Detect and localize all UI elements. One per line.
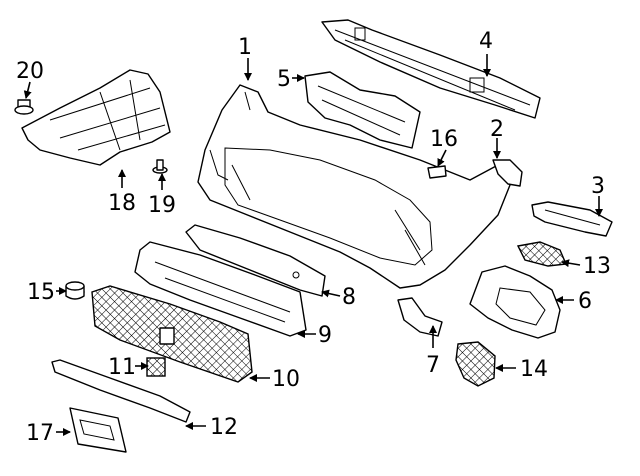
part-12-lower-trim (51, 359, 191, 423)
part-11-emblem-mount (146, 357, 166, 377)
callout-8: 8 (342, 285, 356, 310)
leader-16 (437, 149, 447, 167)
callout-labels: 1 2 3 4 5 6 7 8 9 10 11 12 13 14 15 16 1… (16, 29, 611, 446)
part-4-reinforcement-bar (321, 19, 541, 119)
part-15-fastener (65, 281, 85, 300)
part-14-lower-grille (455, 341, 496, 387)
callout-10: 10 (272, 367, 300, 392)
callout-15: 15 (27, 280, 55, 305)
callout-19: 19 (148, 193, 176, 218)
part-2-bracket (492, 159, 523, 187)
part-19-push-pin (152, 159, 168, 174)
callout-18: 18 (108, 191, 136, 216)
part-20-screw (14, 99, 34, 115)
part-6-lamp-housing (469, 265, 561, 339)
callout-17: 17 (26, 421, 54, 446)
callout-6: 6 (578, 289, 592, 314)
callout-16: 16 (430, 127, 458, 152)
part-7-deflector (397, 297, 443, 337)
leader-8 (321, 289, 341, 298)
part-5-energy-absorber (304, 71, 421, 149)
part-13-vent-insert (516, 241, 568, 267)
part-1-bumper-cover (197, 84, 511, 289)
callout-4: 4 (479, 29, 493, 54)
callout-7: 7 (426, 353, 440, 378)
part-16-clip (427, 165, 447, 179)
callout-2: 2 (490, 117, 504, 142)
callout-11: 11 (108, 355, 136, 380)
callout-12: 12 (210, 415, 238, 440)
callout-3: 3 (591, 174, 605, 199)
part-17-license-bracket (69, 407, 127, 453)
part-18-splash-shield (21, 69, 171, 166)
part-10-mesh-grille (91, 285, 253, 383)
callout-14: 14 (520, 357, 548, 382)
leader-lines (23, 54, 603, 436)
part-3-side-bracket (531, 201, 613, 237)
callout-13: 13 (583, 254, 611, 279)
callout-5: 5 (277, 67, 291, 92)
leader-13 (561, 259, 581, 268)
callout-20: 20 (16, 59, 44, 84)
part-8-trim-strip (185, 224, 326, 297)
callout-1: 1 (238, 35, 252, 60)
leader-20 (23, 81, 32, 99)
callout-9: 9 (318, 323, 332, 348)
